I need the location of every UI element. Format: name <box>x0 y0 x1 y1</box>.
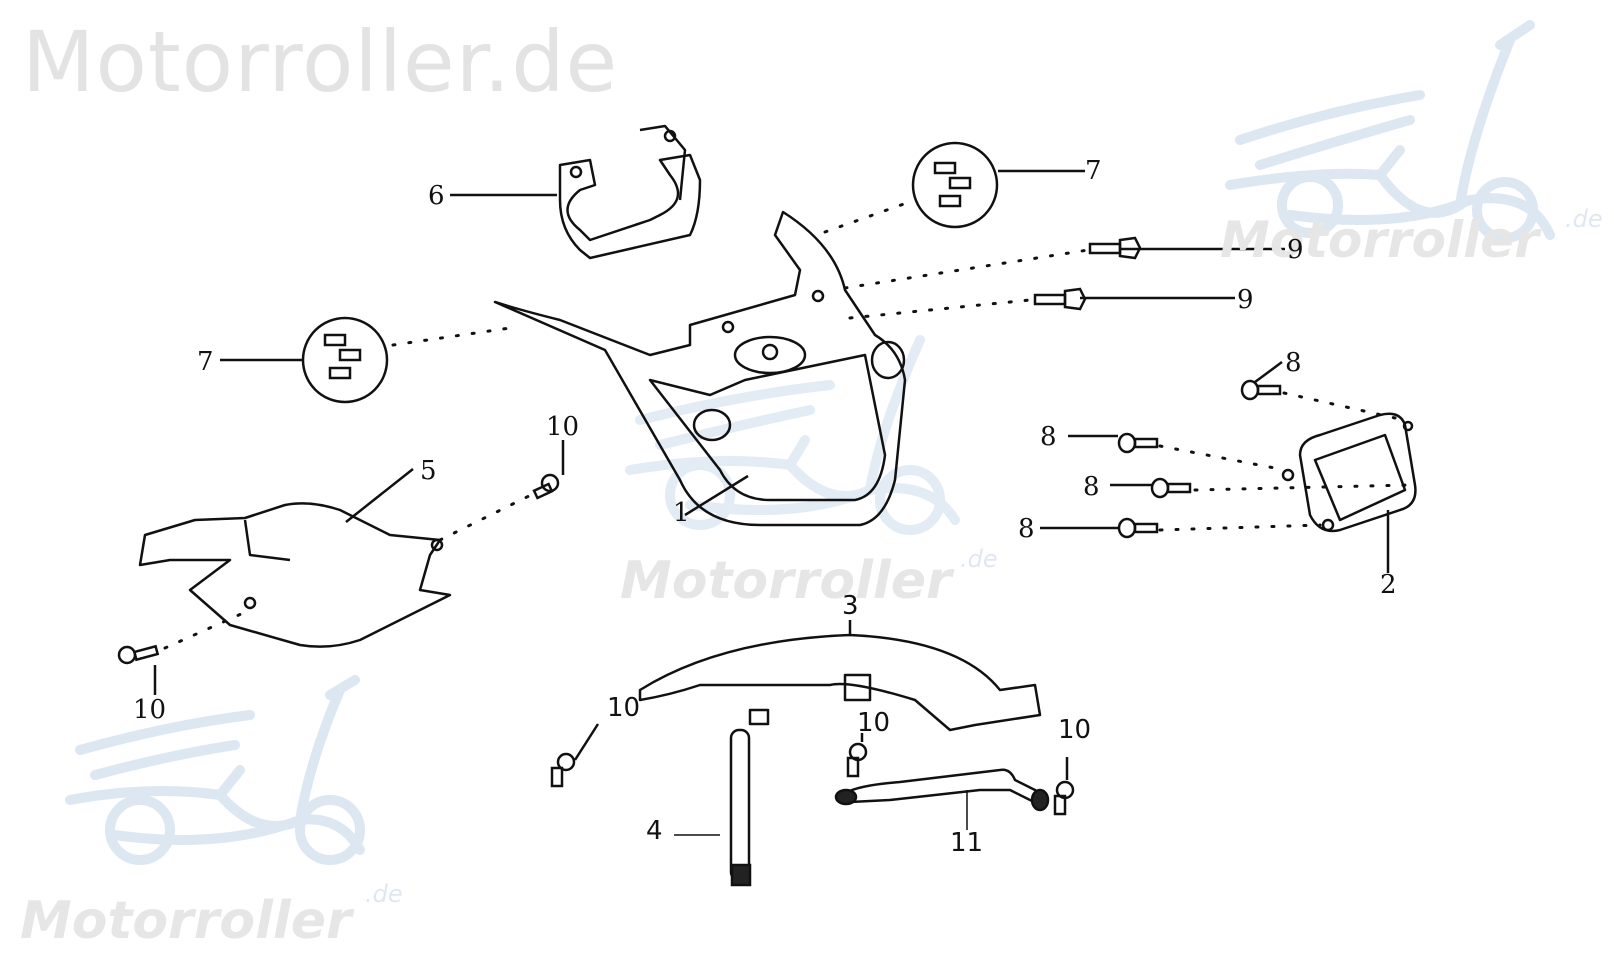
part-1-rear-fender <box>493 210 907 527</box>
callout-6: 6 <box>428 181 445 211</box>
callout-9-top: 9 <box>1287 235 1304 265</box>
callout-7-right: 7 <box>1085 156 1102 186</box>
callout-4: 4 <box>646 816 663 846</box>
part-8-screws <box>1117 379 1282 539</box>
part-6-bracket <box>558 124 702 260</box>
scooter-logo-watermark-bottom-left <box>65 675 365 865</box>
part-10-bolts <box>117 473 1075 816</box>
callout-3: 3 <box>842 591 859 621</box>
callout-7-left: 7 <box>197 347 214 377</box>
callout-5: 5 <box>420 456 437 486</box>
part-2-cover-plate <box>1281 412 1417 533</box>
watermark-title: Motorroller.de <box>22 13 619 111</box>
callout-10-mudguard-left: 10 <box>607 693 641 723</box>
part-4-stay-rod <box>729 728 752 887</box>
leader-lines <box>153 169 1390 836</box>
scooter-logo-watermark-top-right <box>1225 20 1555 243</box>
part-11-bracket <box>834 768 1050 812</box>
part-7-clip-group-left <box>301 316 389 404</box>
callout-10-left: 10 <box>133 695 167 725</box>
watermark-logo-suffix-center: .de <box>960 545 998 573</box>
watermark-logo-suffix-bottom-left: .de <box>365 880 403 908</box>
callout-8-bottom: 8 <box>1018 514 1035 544</box>
callout-10-mudguard-right: 10 <box>1058 715 1092 745</box>
callout-8-top: 8 <box>1285 348 1302 378</box>
watermark-logo-top-right: Motorroller <box>1220 211 1539 269</box>
callout-10-top: 10 <box>546 412 580 442</box>
callout-10-mudguard-center: 10 <box>857 708 891 738</box>
scooter-logo-watermark-center <box>625 335 960 535</box>
callout-2: 2 <box>1380 570 1397 600</box>
part-3-mudguard <box>638 633 1042 732</box>
callout-9-bottom: 9 <box>1237 285 1254 315</box>
callout-11: 11 <box>950 828 984 858</box>
watermark-logo-center: Motorroller <box>620 551 952 611</box>
assembly-dotted-lines <box>163 198 1412 650</box>
callout-8-second: 8 <box>1040 422 1057 452</box>
callout-8-third: 8 <box>1083 472 1100 502</box>
callout-1: 1 <box>673 498 690 528</box>
watermark-logo-suffix-top-right: .de <box>1565 205 1603 233</box>
watermark-logo-bottom-left: Motorroller <box>20 891 352 951</box>
part-5-splash-guard <box>138 502 452 648</box>
part-7-clip-group-right <box>911 141 999 229</box>
